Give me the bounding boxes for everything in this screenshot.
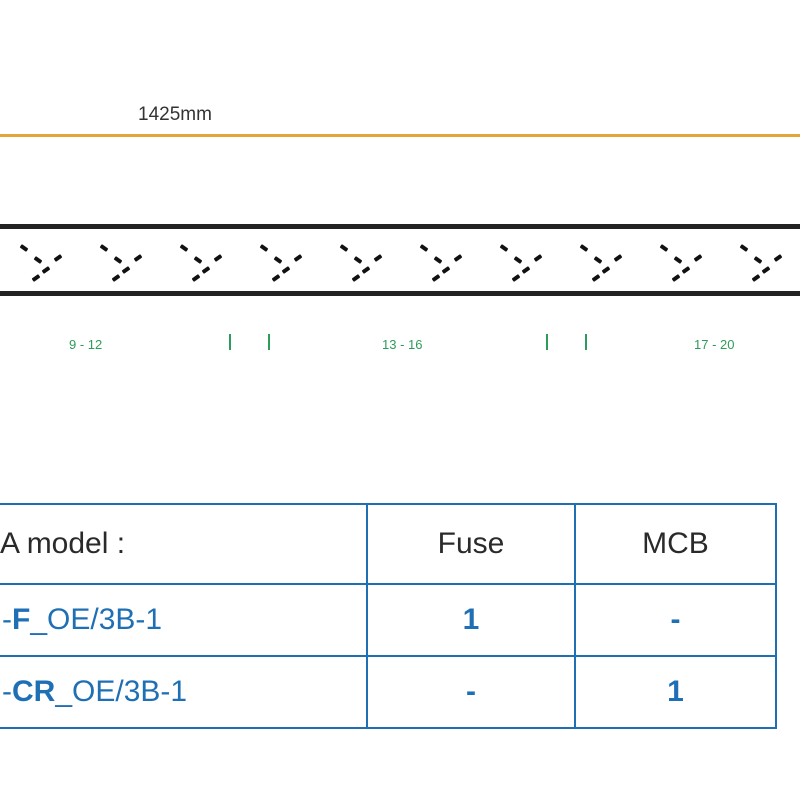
busbar-hatch-mark <box>739 244 749 252</box>
busbar-hatch-mark <box>751 274 761 282</box>
busbar-hatch-mark <box>681 266 691 274</box>
busbar-hatch-mark <box>513 256 523 264</box>
busbar-hatch-mark <box>201 266 211 274</box>
model-table: A model : Fuse MCB -F_OE/3B-1 1 - -CR_OE… <box>0 503 777 729</box>
model-suffix: _OE/3B-1 <box>55 675 188 708</box>
mcb-value: 1 <box>574 655 777 729</box>
busbar-hatch-mark <box>433 256 443 264</box>
busbar-hatch-mark <box>419 244 429 252</box>
busbar-hatch-mark <box>179 244 189 252</box>
separator-tick <box>268 334 270 350</box>
busbar-hatch-mark <box>533 254 543 262</box>
busbar-hatch-mark <box>281 266 291 274</box>
table-header-row: A model : Fuse MCB <box>0 503 777 585</box>
busbar-hatch-mark <box>111 274 121 282</box>
busbar-hatch-mark <box>99 244 109 252</box>
busbar-hatch-mark <box>441 266 451 274</box>
position-label-13-16: 13 - 16 <box>382 337 423 352</box>
busbar-hatch-mark <box>613 254 623 262</box>
model-prefix: - <box>2 603 12 636</box>
position-label-17-20: 17 - 20 <box>694 337 735 352</box>
separator-tick <box>229 334 231 350</box>
busbar-hatch-mark <box>761 266 771 274</box>
separator-tick <box>585 334 587 350</box>
busbar-hatch-mark <box>373 254 383 262</box>
busbar-hatch-mark <box>351 274 361 282</box>
fuse-value: - <box>366 655 576 729</box>
busbar-hatch-mark <box>673 256 683 264</box>
busbar-hatch-mark <box>293 254 303 262</box>
separator-tick <box>546 334 548 350</box>
busbar-hatch-mark <box>773 254 783 262</box>
fuse-value: 1 <box>366 583 576 657</box>
busbar-hatch-mark <box>671 274 681 282</box>
busbar-hatch-mark <box>271 274 281 282</box>
busbar-hatch-mark <box>499 244 509 252</box>
busbar-hatch-mark <box>113 256 123 264</box>
busbar-hatch-mark <box>361 266 371 274</box>
busbar-hatch-mark <box>193 256 203 264</box>
busbar-hatch-mark <box>579 244 589 252</box>
table-row: -F_OE/3B-1 1 - <box>0 583 777 657</box>
fuse-header: Fuse <box>366 503 576 585</box>
model-suffix: _OE/3B-1 <box>30 603 163 636</box>
busbar-hatch-mark <box>659 244 669 252</box>
busbar-hatch-mark <box>33 256 43 264</box>
busbar-hatch-mark <box>53 254 63 262</box>
busbar-hatch-mark <box>431 274 441 282</box>
mcb-header: MCB <box>574 503 777 585</box>
model-cell: -CR_OE/3B-1 <box>0 655 368 729</box>
model-code: CR <box>12 675 56 708</box>
busbar-hatch-mark <box>521 266 531 274</box>
busbar-hatch-mark <box>121 266 131 274</box>
table-row: -CR_OE/3B-1 - 1 <box>0 655 777 729</box>
busbar-hatch-mark <box>591 274 601 282</box>
dimension-line <box>0 134 800 137</box>
busbar-hatch-mark <box>273 256 283 264</box>
busbar-hatch-mark <box>259 244 269 252</box>
busbar-strip <box>0 224 800 296</box>
busbar-hatch-mark <box>41 266 51 274</box>
busbar-hatch-mark <box>133 254 143 262</box>
busbar-hatch-mark <box>601 266 611 274</box>
busbar-hatch-mark <box>191 274 201 282</box>
busbar-hatch-mark <box>19 244 29 252</box>
busbar-hatch-mark <box>213 254 223 262</box>
mcb-value: - <box>574 583 777 657</box>
dimension-label: 1425mm <box>138 104 212 125</box>
busbar-hatch-mark <box>693 254 703 262</box>
busbar-hatch-mark <box>753 256 763 264</box>
busbar-hatch-mark <box>511 274 521 282</box>
model-prefix: - <box>2 675 12 708</box>
busbar-hatch-mark <box>453 254 463 262</box>
busbar-hatch-mark <box>31 274 41 282</box>
busbar-hatch-mark <box>339 244 349 252</box>
model-header: A model : <box>0 503 368 585</box>
busbar-hatch-mark <box>353 256 363 264</box>
model-cell: -F_OE/3B-1 <box>0 583 368 657</box>
position-label-9-12: 9 - 12 <box>69 337 103 352</box>
model-code: F <box>12 603 31 636</box>
busbar-hatch-mark <box>593 256 603 264</box>
